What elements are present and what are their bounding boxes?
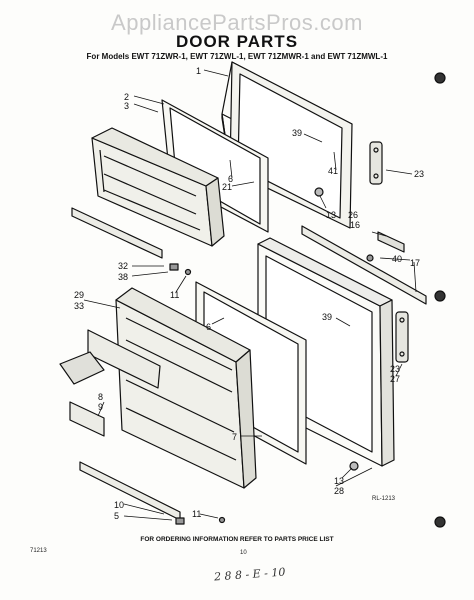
fresh-food-door-liner <box>115 287 257 489</box>
callout-40: 40 <box>392 254 402 264</box>
callout-6-lower: 6 <box>206 322 211 332</box>
callout-23-lower: 23 <box>390 364 400 374</box>
callout-21: 21 <box>222 182 232 192</box>
watermark: AppliancePartsPros.com <box>111 10 363 35</box>
callout-3: 3 <box>124 101 129 111</box>
upper-hinge <box>314 141 383 197</box>
callout-39-upper: 39 <box>292 128 302 138</box>
freezer-shelf-bar <box>71 207 163 259</box>
callout-26: 26 <box>348 210 358 220</box>
diagram-title: DOOR PARTS <box>175 32 299 51</box>
models-subtitle: For Models EWT 71ZWR-1, EWT 71ZWL-1, EWT… <box>86 52 388 61</box>
callout-38: 38 <box>118 272 128 282</box>
callout-13-lower: 13 <box>334 476 344 486</box>
callout-9: 9 <box>98 402 103 412</box>
page-number: 10 <box>240 550 247 556</box>
freezer-door-liner <box>91 127 225 247</box>
callout-8: 8 <box>98 392 103 402</box>
callout-10: 10 <box>114 500 124 510</box>
callout-27: 27 <box>390 374 400 384</box>
fresh-food-handle-bar <box>301 225 427 305</box>
callout-13-upper: 13 <box>326 210 336 220</box>
callout-2: 2 <box>124 92 129 102</box>
callout-11-lower: 11 <box>192 509 201 519</box>
bottom-shelf-bar <box>79 461 181 521</box>
page-code: 71213 <box>30 548 47 554</box>
door-shelf-bin <box>59 329 161 437</box>
callout-29: 29 <box>74 290 84 300</box>
callout-16: 16 <box>350 220 360 230</box>
freezer-gasket <box>161 99 269 233</box>
leader-lines <box>83 69 417 521</box>
callout-23-upper: 23 <box>414 169 424 179</box>
callout-33: 33 <box>74 301 84 311</box>
callout-41: 41 <box>328 166 338 176</box>
callout-17: 17 <box>410 258 420 268</box>
callout-28: 28 <box>334 486 344 496</box>
callout-labels: 1 2 3 39 6 21 41 23 13 26 16 40 17 32 38… <box>74 66 424 521</box>
callout-32: 32 <box>118 261 128 271</box>
ordering-info-note: FOR ORDERING INFORMATION REFER TO PARTS … <box>140 536 334 543</box>
callout-39-lower: 39 <box>322 312 332 322</box>
callout-7: 7 <box>232 432 237 442</box>
callout-1: 1 <box>196 66 201 76</box>
fasteners <box>169 72 446 528</box>
figure-code: RL-1213 <box>372 496 396 502</box>
callout-5: 5 <box>114 511 119 521</box>
callout-6-upper: 6 <box>228 174 233 184</box>
lower-hinge <box>349 311 409 471</box>
callout-11-upper: 11 <box>170 290 179 300</box>
